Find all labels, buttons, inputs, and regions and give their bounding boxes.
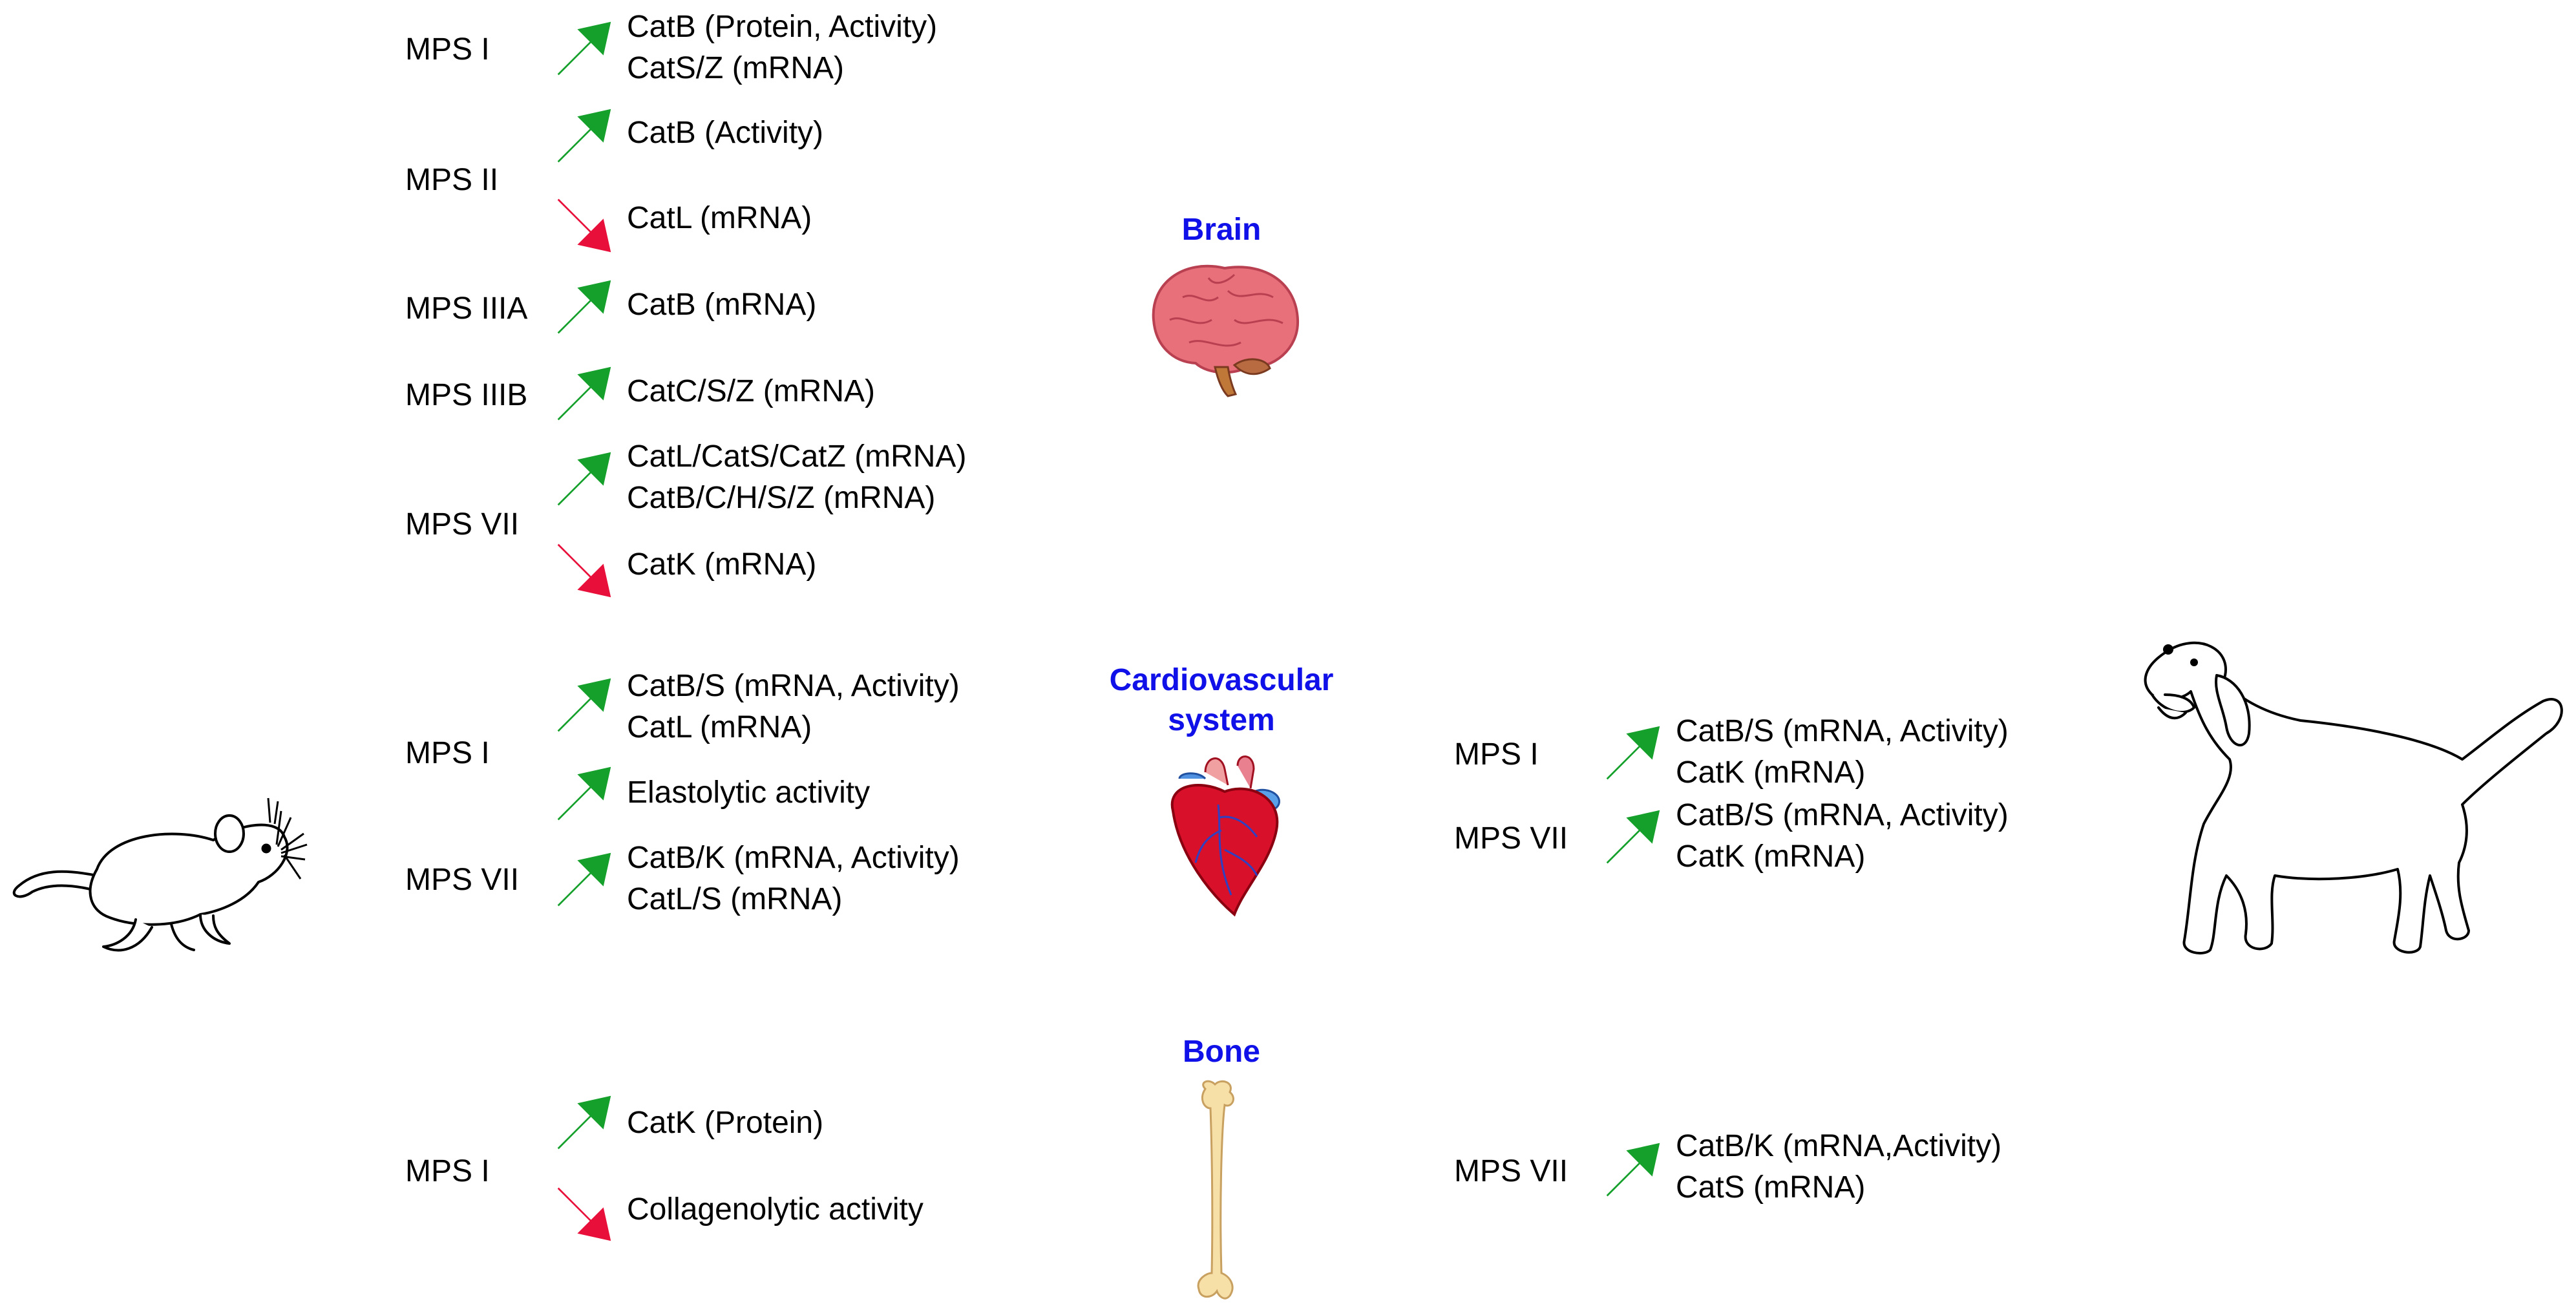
mouse-icon — [12, 797, 308, 952]
dog-cardio-disease-mps-i: MPS I — [1454, 737, 1539, 772]
up-arrow-icon — [557, 280, 611, 334]
up-arrow-icon — [557, 766, 611, 821]
down-arrow-icon — [557, 1187, 611, 1241]
change-line: CatS/Z (mRNA) — [627, 51, 844, 85]
mouse-cardio-disease-mps-vii: MPS VII — [405, 863, 520, 897]
mouse-brain-disease-mps-ii: MPS II — [405, 163, 499, 197]
change-line: CatS (mRNA) — [1676, 1170, 1866, 1205]
up-arrow-icon — [557, 366, 611, 421]
change-line: CatK (Protein) — [627, 1106, 824, 1140]
dog-cardio-disease-mps-vii: MPS VII — [1454, 821, 1568, 856]
mouse-brain-disease-mps-iiib: MPS IIIB — [405, 378, 528, 412]
up-arrow-icon — [557, 678, 611, 732]
change-line: CatL (mRNA) — [627, 710, 812, 744]
change-line: CatC/S/Z (mRNA) — [627, 374, 875, 408]
mouse-bone-disease-mps-i: MPS I — [405, 1154, 490, 1188]
down-arrow-icon — [557, 543, 611, 598]
up-arrow-icon — [557, 852, 611, 907]
up-arrow-icon — [557, 21, 611, 76]
change-line: CatB/K (mRNA,Activity) — [1676, 1129, 2002, 1163]
up-arrow-icon — [1606, 1143, 1660, 1197]
organ-label-bone: Bone — [1183, 1035, 1260, 1069]
mouse-brain-disease-mps-i: MPS I — [405, 32, 490, 67]
up-arrow-icon — [1606, 810, 1660, 864]
change-line: Collagenolytic activity — [627, 1192, 924, 1227]
mouse-cardio-disease-mps-i: MPS I — [405, 736, 490, 770]
change-line: CatB (Protein, Activity) — [627, 10, 938, 44]
change-line: CatL (mRNA) — [627, 201, 812, 235]
up-arrow-icon — [557, 452, 611, 506]
up-arrow-icon — [1606, 726, 1660, 780]
heart-icon — [1170, 755, 1280, 917]
mouse-brain-disease-mps-vii: MPS VII — [405, 507, 520, 542]
change-line: CatL/S (mRNA) — [627, 882, 843, 916]
organ-label-brain: Brain — [1181, 213, 1262, 247]
change-line: CatB/S (mRNA, Activity) — [627, 669, 960, 703]
change-line: CatB/S (mRNA, Activity) — [1676, 798, 2009, 832]
change-line: CatB/K (mRNA, Activity) — [627, 841, 960, 875]
change-line: CatB/S (mRNA, Activity) — [1676, 714, 2009, 748]
change-line: CatK (mRNA) — [627, 547, 817, 582]
organ-label-cardiovascular: Cardiovascular system — [1109, 663, 1334, 737]
femur-bone-icon — [1197, 1080, 1234, 1300]
brain-icon — [1152, 264, 1300, 397]
change-line: CatB/C/H/S/Z (mRNA) — [627, 481, 936, 515]
change-line: CatK (mRNA) — [1676, 755, 1866, 790]
change-line: Elastolytic activity — [627, 775, 871, 810]
change-line: CatB (mRNA) — [627, 288, 817, 322]
change-line: CatB (Activity) — [627, 116, 824, 150]
dog-icon — [2144, 641, 2563, 954]
down-arrow-icon — [557, 198, 611, 253]
change-line: CatL/CatS/CatZ (mRNA) — [627, 439, 967, 474]
up-arrow-icon — [557, 109, 611, 163]
dog-bone-disease-mps-vii: MPS VII — [1454, 1154, 1568, 1188]
up-arrow-icon — [557, 1095, 611, 1150]
change-line: CatK (mRNA) — [1676, 839, 1866, 874]
mouse-brain-disease-mps-iiia: MPS IIIA — [405, 291, 528, 326]
